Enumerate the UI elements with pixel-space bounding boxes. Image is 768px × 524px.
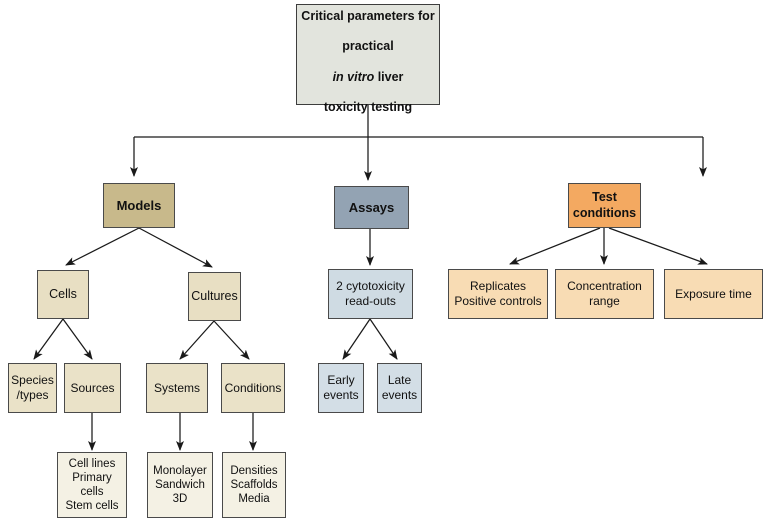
node-readouts[interactable]: 2 cytotoxicity read-outs: [328, 269, 413, 319]
node-concentration-range[interactable]: Concentration range: [555, 269, 654, 319]
node-sources-detail[interactable]: Cell lines Primary cells Stem cells: [57, 452, 127, 518]
root-line-3-rest: liver: [374, 69, 404, 84]
node-cells-label: Cells: [49, 286, 77, 301]
node-models-label: Models: [116, 197, 162, 213]
node-conditions[interactable]: Conditions: [221, 363, 285, 413]
node-sources[interactable]: Sources: [64, 363, 121, 413]
node-systems-detail-label: Monolayer Sandwich 3D: [153, 464, 207, 505]
node-exposure-time[interactable]: Exposure time: [664, 269, 763, 319]
node-species-types[interactable]: Species /types: [8, 363, 57, 413]
edge-readouts-late: [369, 318, 398, 360]
node-systems-detail[interactable]: Monolayer Sandwich 3D: [147, 452, 213, 518]
edge-test-replicates: [509, 227, 601, 265]
node-test-conditions[interactable]: Test conditions: [568, 183, 641, 228]
node-late-events[interactable]: Late events: [377, 363, 422, 413]
node-replicates[interactable]: Replicates Positive controls: [448, 269, 548, 319]
edge-test-exposure: [608, 227, 708, 265]
node-concentration-range-label: Concentration range: [567, 279, 642, 308]
node-late-events-label: Late events: [381, 373, 418, 402]
root-line-2: practical: [342, 39, 394, 54]
node-early-events[interactable]: Early events: [318, 363, 364, 413]
edge-cells-species: [33, 318, 64, 360]
node-cultures-label: Cultures: [191, 288, 238, 303]
node-sources-detail-label: Cell lines Primary cells Stem cells: [65, 457, 119, 513]
node-species-types-label: Species /types: [11, 373, 54, 402]
node-conditions-detail-label: Densities Scaffolds Media: [230, 464, 278, 505]
edge-readouts-early: [342, 318, 371, 360]
node-cultures[interactable]: Cultures: [188, 272, 241, 321]
node-models[interactable]: Models: [103, 183, 175, 228]
node-sources-label: Sources: [70, 380, 115, 395]
node-exposure-time-label: Exposure time: [675, 286, 752, 301]
node-assays[interactable]: Assays: [334, 186, 409, 229]
edge-cultures-conditions: [213, 320, 250, 360]
node-test-conditions-label: Test conditions: [572, 190, 637, 220]
edge-models-cells: [65, 227, 140, 266]
node-early-events-label: Early events: [323, 373, 359, 402]
edge-cultures-systems: [179, 320, 215, 360]
root-line-4: toxicity testing: [323, 100, 413, 115]
node-systems-label: Systems: [153, 380, 200, 395]
edge-cells-sources: [62, 318, 93, 360]
node-assays-label: Assays: [348, 199, 395, 215]
node-root-title: Critical parameters for practical in vit…: [296, 4, 440, 114]
edge-models-cultures: [138, 227, 213, 268]
node-readouts-label: 2 cytotoxicity read-outs: [336, 279, 405, 308]
node-systems[interactable]: Systems: [146, 363, 208, 413]
node-replicates-label: Replicates Positive controls: [454, 279, 542, 308]
node-conditions-label: Conditions: [224, 380, 282, 395]
node-conditions-detail[interactable]: Densities Scaffolds Media: [222, 452, 286, 518]
node-cells[interactable]: Cells: [37, 270, 89, 319]
root-line-3-italic: in vitro: [332, 69, 375, 84]
root-line-1: Critical parameters for: [301, 8, 435, 23]
